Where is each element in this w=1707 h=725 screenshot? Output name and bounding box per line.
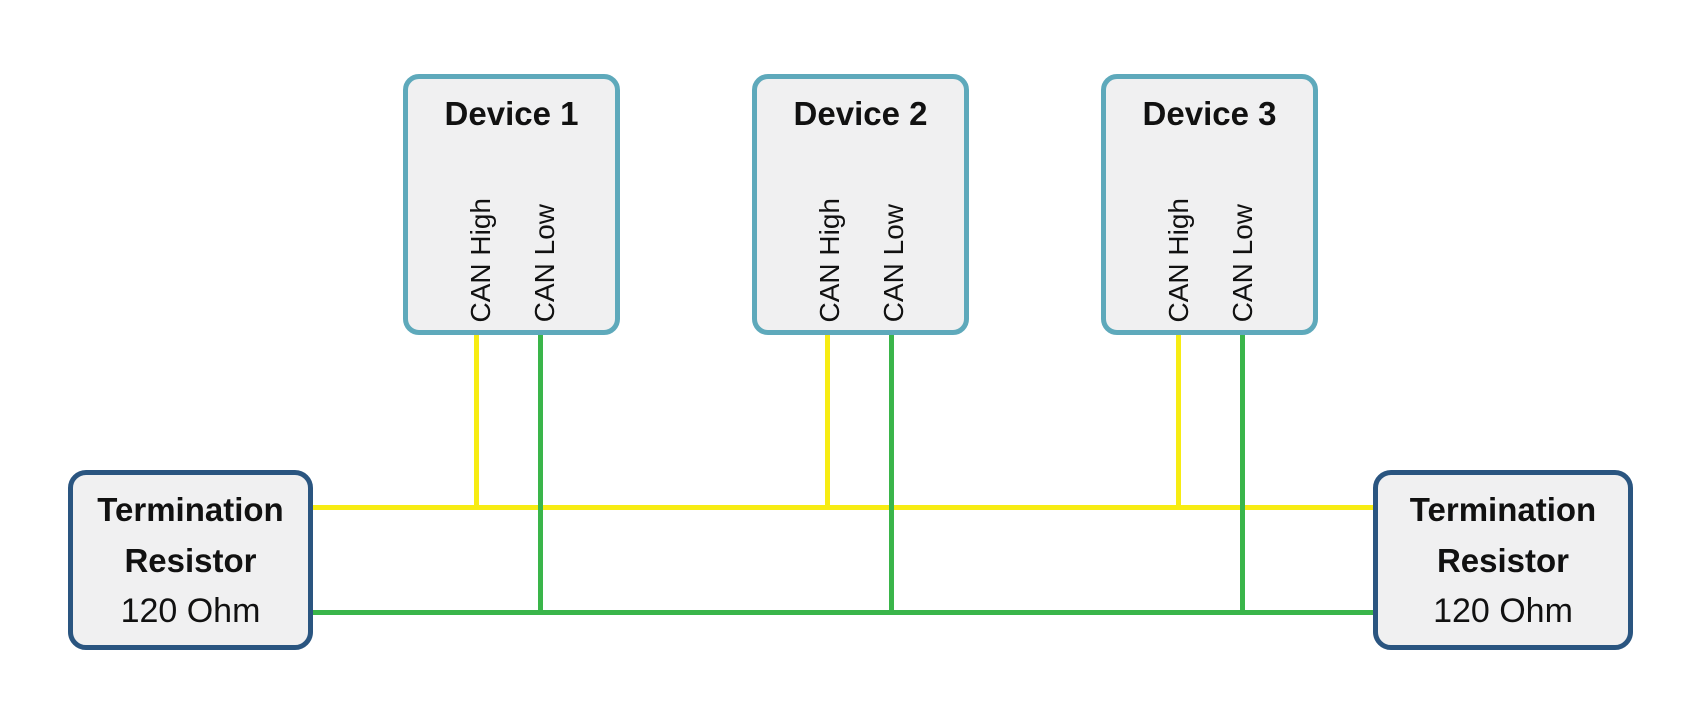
can-low-bus-wire <box>311 610 1375 615</box>
device-3-title: Device 3 <box>1142 95 1277 132</box>
device-2-can-high-wire <box>825 333 830 508</box>
termination-resistor-right-value: 120 Ohm <box>1433 591 1573 630</box>
device-2-title: Device 2 <box>793 95 928 132</box>
device-1-box: Device 1 CAN High CAN Low <box>403 74 620 335</box>
device-2-box: Device 2 CAN High CAN Low <box>752 74 969 335</box>
device-3-can-low-wire <box>1240 333 1245 615</box>
device-1-can-high-wire <box>474 333 479 508</box>
device-3-can-high-pin-label: CAN High <box>1163 197 1194 322</box>
termination-resistor-left-box: Termination Resistor 120 Ohm <box>68 470 313 650</box>
termination-resistor-left-label-line1: Termination <box>97 490 284 528</box>
termination-resistor-right-box: Termination Resistor 120 Ohm <box>1373 470 1633 650</box>
device-3-can-high-wire <box>1176 333 1181 508</box>
device-2-can-low-pin-label: CAN Low <box>878 203 909 322</box>
termination-resistor-left-label-line2: Resistor <box>124 541 257 579</box>
termination-resistor-right-label-line2: Resistor <box>1436 541 1570 579</box>
can-high-bus-wire <box>311 505 1375 510</box>
device-1-title: Device 1 <box>444 95 579 132</box>
device-1-can-high-pin-label: CAN High <box>465 197 496 322</box>
termination-resistor-right-label-line1: Termination <box>1409 490 1597 528</box>
device-2-can-high-pin-label: CAN High <box>814 197 845 322</box>
device-2-can-low-wire <box>889 333 894 615</box>
device-1-can-low-wire <box>538 333 543 615</box>
device-1-can-low-pin-label: CAN Low <box>529 203 560 322</box>
device-3-box: Device 3 CAN High CAN Low <box>1101 74 1318 335</box>
termination-resistor-left-value: 120 Ohm <box>120 591 261 630</box>
device-3-can-low-pin-label: CAN Low <box>1227 203 1258 322</box>
